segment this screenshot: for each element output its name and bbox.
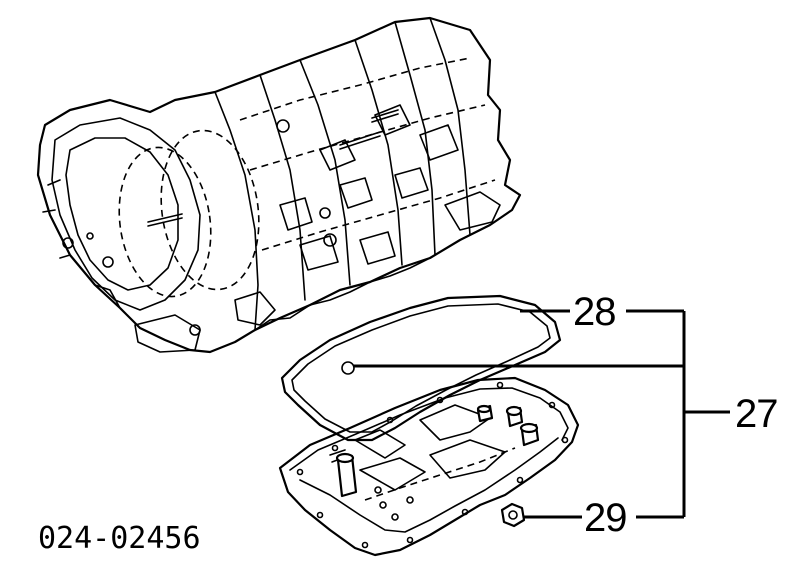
leader-lines bbox=[354, 309, 730, 519]
oil-pan bbox=[278, 376, 580, 557]
transmission-housing bbox=[36, 16, 522, 354]
part-code: 024-02456 bbox=[38, 521, 201, 556]
callout-28: 28 bbox=[573, 290, 616, 334]
callout-27: 27 bbox=[735, 392, 778, 436]
callout-29: 29 bbox=[584, 496, 627, 540]
drain-plug bbox=[500, 502, 526, 528]
oil-pan-gasket bbox=[280, 294, 562, 442]
